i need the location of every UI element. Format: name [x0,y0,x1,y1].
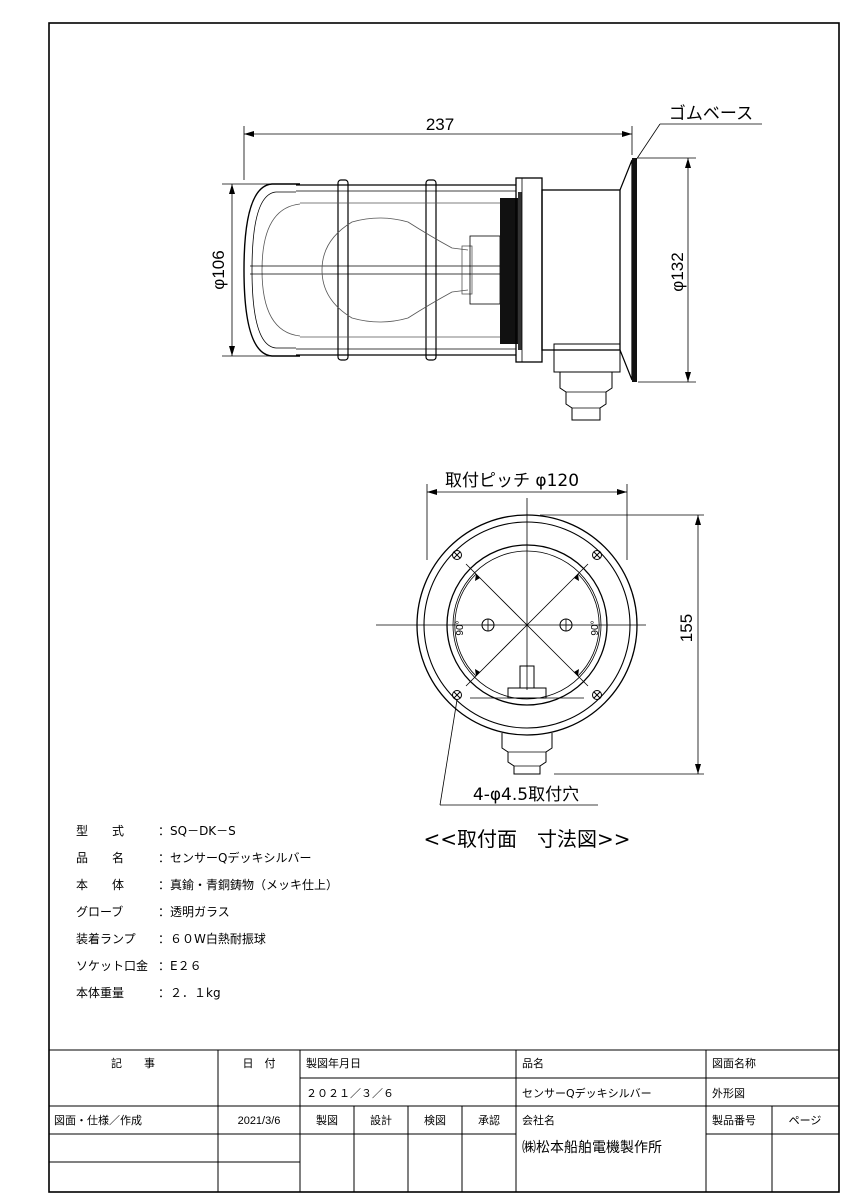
angle-right: 90° [590,620,601,635]
spec-value-body: ：真鍮・青銅鋳物（メッキ仕上） [158,877,338,892]
tb-hinmei-value: センサーQデッキシルバー [522,1086,652,1100]
side-dimensions: 237 φ106 φ132 ゴムベース [209,103,762,383]
tb-seizu-date-label: 製図年月日 [306,1056,361,1070]
spec-label-body: 本 体 [76,878,124,892]
side-view [243,158,637,421]
tb-sekkei: 設計 [370,1113,392,1127]
tb-seizu-date-value: ２０２１／３／６ [306,1087,394,1100]
spec-label-model: 型 式 [76,824,124,838]
spec-label-weight: 本体重量 [76,986,124,1000]
mount-height-dimension: 155 [677,614,696,642]
tb-company-label: 会社名 [522,1113,555,1127]
mount-dimensions: 取付ピッチ φ120 155 4-φ4.5取付穴 [426,471,704,806]
tb-seizu: 製図 [316,1113,338,1127]
tb-company-value: ㈱松本船舶電機製作所 [522,1140,662,1156]
tb-row-date: 2021/3/6 [238,1115,281,1127]
mount-holes-label: 4-φ4.5取付穴 [473,785,579,805]
spec-label-name: 品 名 [76,850,124,865]
mount-view: 90° 90° [376,498,646,775]
angle-left: 90° [455,620,466,635]
tb-zumen-meisho-label: 図面名称 [712,1056,756,1070]
spec-list: 型 式 ：SQ－DK－S 品 名 ：センサーQデッキシルバー 本 体 ：真鍮・青… [76,824,338,1000]
tb-page-label: ページ [789,1114,822,1127]
tb-shonin: 承認 [478,1113,500,1127]
spec-label-globe: グローブ [76,904,123,919]
tb-hizuke: 日 付 [243,1057,276,1070]
rubber-base-label: ゴムベース [669,103,753,124]
length-dimension: 237 [426,115,454,134]
spec-value-weight: ：２．１kg [158,986,221,1000]
spec-value-model: ：SQ－DK－S [158,824,236,838]
spec-label-lamp: 装着ランプ [76,931,136,946]
spec-value-lamp: ：６０W白熱耐振球 [158,931,266,946]
tb-product-no-label: 製品番号 [712,1113,756,1127]
mount-view-title: <<取付面 寸法図>> [423,827,630,851]
tb-kenzu: 検図 [424,1113,446,1127]
glove-diameter-dimension: φ106 [209,250,228,289]
title-block: 記 事 日 付 製図年月日 ２０２１／３／６ 品名 センサーQデッキシルバー 図… [49,1049,839,1192]
tb-kiji: 記 事 [111,1056,155,1070]
base-diameter-dimension: φ132 [668,252,687,291]
drawing-frame [48,22,840,1193]
mount-pitch-dimension: 取付ピッチ φ120 [445,471,579,491]
spec-value-globe: ：透明ガラス [158,905,230,919]
tb-row-label: 図面・仕様／作成 [54,1113,142,1127]
spec-value-socket: ：E２６ [158,959,202,973]
tb-zumen-meisho-value: 外形図 [712,1087,745,1100]
spec-value-name: ：センサーQデッキシルバー [158,850,311,865]
tb-hinmei-label: 品名 [522,1056,544,1070]
spec-label-socket: ソケット口金 [76,958,148,973]
